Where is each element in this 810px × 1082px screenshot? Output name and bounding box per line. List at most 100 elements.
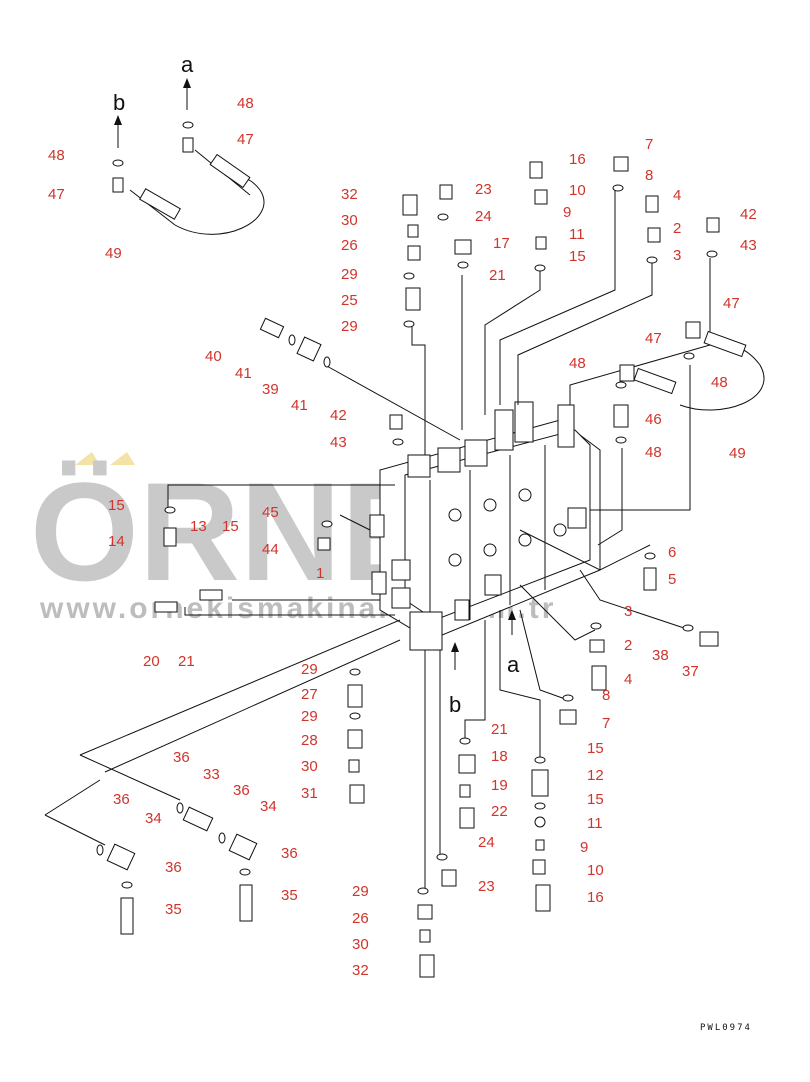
callout: 2 [624, 637, 632, 654]
callout: 48 [237, 95, 254, 112]
callout: 35 [165, 901, 182, 918]
callout: 15 [587, 740, 604, 757]
callout: 17 [493, 235, 510, 252]
callout: 45 [262, 504, 279, 521]
callout: 34 [260, 798, 277, 815]
arrow-label-b-top: b [113, 90, 125, 115]
callout: 27 [301, 686, 318, 703]
callout: 34 [145, 810, 162, 827]
callout: 1 [316, 565, 324, 582]
callout: 44 [262, 541, 279, 558]
callout: 43 [330, 434, 347, 451]
callout: 6 [668, 544, 676, 561]
callout: 47 [723, 295, 740, 312]
callout: 24 [478, 834, 495, 851]
callout: 12 [587, 767, 604, 784]
callout: 31 [301, 785, 318, 802]
callout: 36 [113, 791, 130, 808]
callout: 26 [352, 910, 369, 927]
callout: 8 [602, 687, 610, 704]
callout: 13 [190, 518, 207, 535]
callout: 49 [105, 245, 122, 262]
callout: 3 [673, 247, 681, 264]
callout: 48 [48, 147, 65, 164]
callout: 39 [262, 381, 279, 398]
callout: 26 [341, 237, 358, 254]
callout: 30 [352, 936, 369, 953]
callout: 29 [301, 661, 318, 678]
callouts: 48 47 48 47 49 16 7 8 10 9 4 2 42 32 23 … [48, 95, 757, 979]
callout: 29 [352, 883, 369, 900]
main-control-valve [369, 401, 601, 651]
callout: 21 [491, 721, 508, 738]
callout: 37 [682, 663, 699, 680]
callout: 32 [341, 186, 358, 203]
callout: 5 [668, 571, 676, 588]
callout: 22 [491, 803, 508, 820]
callout: 48 [645, 444, 662, 461]
callout: 36 [281, 845, 298, 862]
callout: 3 [624, 603, 632, 620]
callout: 11 [587, 815, 603, 832]
callout: 36 [173, 749, 190, 766]
callout: 2 [673, 220, 681, 237]
drawing-code: PWL0974 [700, 1023, 752, 1033]
callout: 20 [143, 653, 160, 670]
callout: 4 [624, 671, 632, 688]
callout: 16 [569, 151, 586, 168]
callout: 21 [489, 267, 506, 284]
arrow-label-b-bottom: b [449, 692, 461, 717]
callout: 8 [645, 167, 653, 184]
callout: 40 [205, 348, 222, 365]
callout: 29 [301, 708, 318, 725]
callout: 48 [569, 355, 586, 372]
callout: 32 [352, 962, 369, 979]
callout: 46 [645, 411, 662, 428]
arrow-label-a-top: a [181, 52, 194, 77]
callout: 38 [652, 647, 669, 664]
callout: 24 [475, 208, 492, 225]
leader-lines [44, 85, 765, 890]
callout: 9 [563, 204, 571, 221]
callout: 35 [281, 887, 298, 904]
callout: 23 [475, 181, 492, 198]
component-glyphs [96, 121, 747, 978]
callout: 4 [673, 187, 681, 204]
callout: 25 [341, 292, 358, 309]
callout: 47 [645, 330, 662, 347]
callout: 15 [108, 497, 125, 514]
callout: 41 [291, 397, 308, 414]
callout: 36 [165, 859, 182, 876]
callout: 18 [491, 748, 508, 765]
callout: 9 [580, 839, 588, 856]
callout: 41 [235, 365, 252, 382]
callout: 42 [330, 407, 347, 424]
callout: 19 [491, 777, 508, 794]
callout: 15 [569, 248, 586, 265]
callout: 10 [587, 862, 604, 879]
callout: 33 [203, 766, 220, 783]
callout: 42 [740, 206, 757, 223]
callout: 47 [48, 186, 65, 203]
callout: 28 [301, 732, 318, 749]
callout: 48 [711, 374, 728, 391]
callout: 30 [301, 758, 318, 775]
callout: 36 [233, 782, 250, 799]
callout: 15 [587, 791, 604, 808]
callout: 21 [178, 653, 195, 670]
callout: 43 [740, 237, 757, 254]
arrow-label-a-bottom: a [507, 652, 520, 677]
callout: 49 [729, 445, 746, 462]
callout: 29 [341, 266, 358, 283]
callout: 30 [341, 212, 358, 229]
callout: 11 [569, 226, 585, 243]
callout: 16 [587, 889, 604, 906]
callout: 15 [222, 518, 239, 535]
callout: 14 [108, 533, 125, 550]
callout: 7 [645, 136, 653, 153]
callout: 10 [569, 182, 586, 199]
flow-arrows: a b a b [113, 52, 520, 717]
callout: 23 [478, 878, 495, 895]
callout: 29 [341, 318, 358, 335]
